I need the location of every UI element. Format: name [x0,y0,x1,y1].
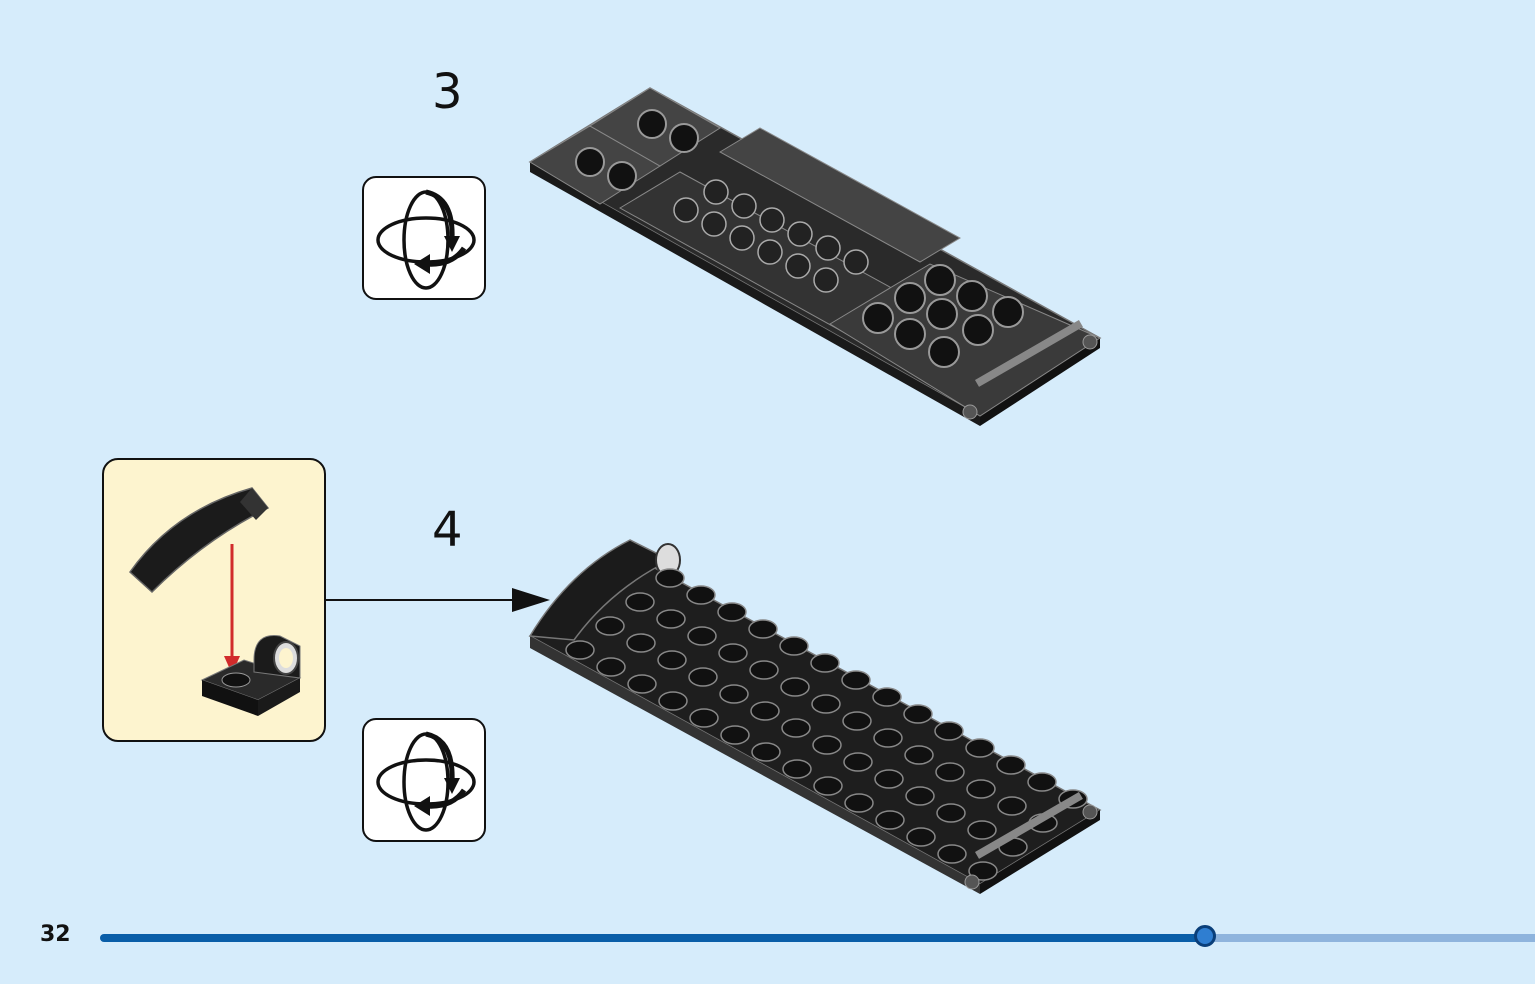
stud [719,684,749,704]
stud [905,786,935,806]
stud [596,657,626,677]
stud [966,779,996,799]
stud [873,728,903,748]
stud [688,667,718,687]
page-number: 32 [40,922,71,947]
stud [874,769,904,789]
stud [936,803,966,823]
rotate-model-box-step-4 [362,718,486,842]
stud [811,694,841,714]
stud [657,650,687,670]
stud [718,643,748,663]
progress-remaining [1205,934,1535,942]
stud [748,619,778,639]
stud [813,776,843,796]
stud [780,677,810,697]
stud [1027,772,1057,792]
stud [872,687,902,707]
stud [906,827,936,847]
stud [687,626,717,646]
stud [843,752,873,772]
stud [934,721,964,741]
stud [781,718,811,738]
rotate-model-icon [376,731,476,832]
stud [656,609,686,629]
rotate-model-icon [376,189,476,290]
page-progress-bar [100,925,1535,947]
stud [565,640,595,660]
stud [937,844,967,864]
stud [841,670,871,690]
stud [875,810,905,830]
stud [655,568,685,588]
stud [968,861,998,881]
stud [720,725,750,745]
stud [996,755,1026,775]
stud [844,793,874,813]
stud [749,660,779,680]
stud [686,585,716,605]
stud [967,820,997,840]
stud [751,742,781,762]
stud [965,738,995,758]
callout-arrow [326,588,550,612]
stud [997,796,1027,816]
stud [717,602,747,622]
stud [903,704,933,724]
stud [779,636,809,656]
progress-fill [100,934,1205,942]
stud [627,674,657,694]
rotate-model-box-step-3 [362,176,486,300]
stud [904,745,934,765]
step-number-4: 4 [432,502,463,558]
stud [750,701,780,721]
step-4-model [528,539,1102,894]
stud [935,762,965,782]
stud [689,708,719,728]
step-number-3: 3 [432,64,463,120]
stud [595,616,625,636]
stud [810,653,840,673]
progress-marker [1194,925,1216,947]
step-3-model [528,87,1102,426]
sub-assembly-callout [102,458,326,742]
stud [812,735,842,755]
stud [842,711,872,731]
sub-assembly-illustration [129,487,302,716]
stud [658,691,688,711]
stud [625,592,655,612]
stud [626,633,656,653]
stud [782,759,812,779]
